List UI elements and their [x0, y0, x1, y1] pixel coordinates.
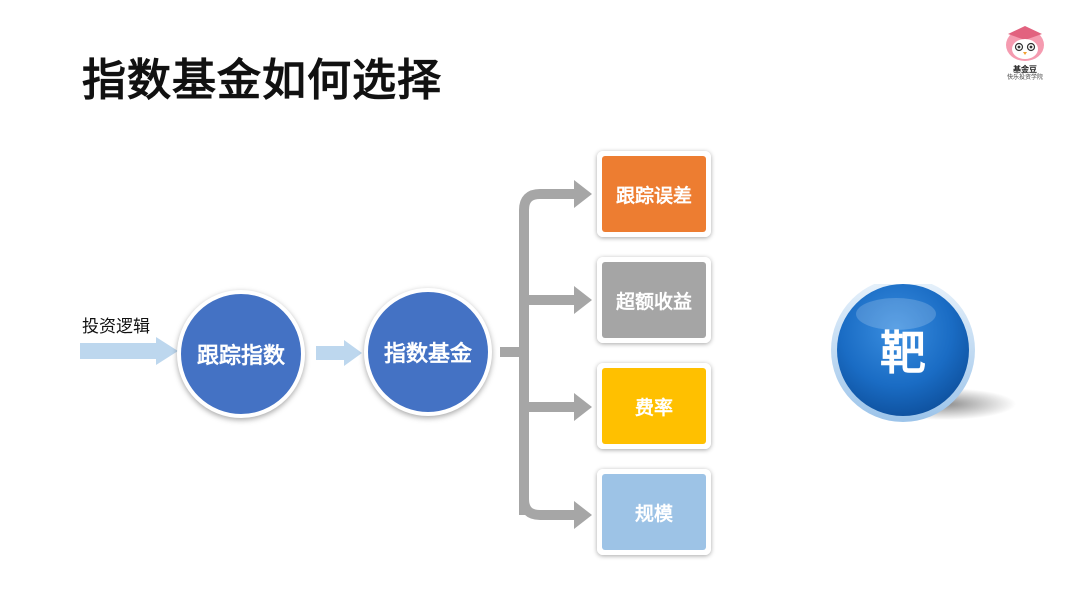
branch-label: 规模: [634, 502, 673, 525]
branch-arrows: [500, 180, 592, 529]
branch-fill: [602, 368, 706, 444]
branch-label: 超额收益: [615, 290, 692, 313]
index-fund-label: 指数基金: [383, 342, 472, 367]
branch-fee-rate: 费率: [597, 363, 711, 449]
branch-fill: [602, 156, 706, 232]
tracking-index-node: 跟踪指数: [177, 290, 305, 418]
tracking-index-label: 跟踪指数: [196, 344, 285, 369]
branch-fill: [602, 262, 706, 338]
branch-fill: [602, 474, 706, 550]
branch-excess-return: 超额收益: [597, 257, 711, 343]
branch-scale: 规模: [597, 469, 711, 555]
branch-label: 跟踪误差: [615, 184, 692, 207]
target-label: 靶: [880, 326, 926, 380]
input-arrow: [80, 337, 178, 365]
page-title: 指数基金如何选择: [82, 55, 442, 106]
input-label: 投资逻辑: [82, 317, 150, 337]
branch-label: 费率: [634, 396, 673, 419]
branch-tracking-error: 跟踪误差: [597, 151, 711, 237]
target-icon: [831, 284, 1016, 422]
brand-logo: 基金豆 快乐投资学院: [994, 24, 1056, 81]
logo-tagline: 快乐投资学院: [1006, 73, 1043, 81]
logo-name: 基金豆: [1013, 65, 1037, 74]
connector-arrow: [316, 340, 362, 366]
owl-mascot-icon: [1006, 26, 1044, 61]
index-fund-node: 指数基金: [364, 288, 492, 416]
